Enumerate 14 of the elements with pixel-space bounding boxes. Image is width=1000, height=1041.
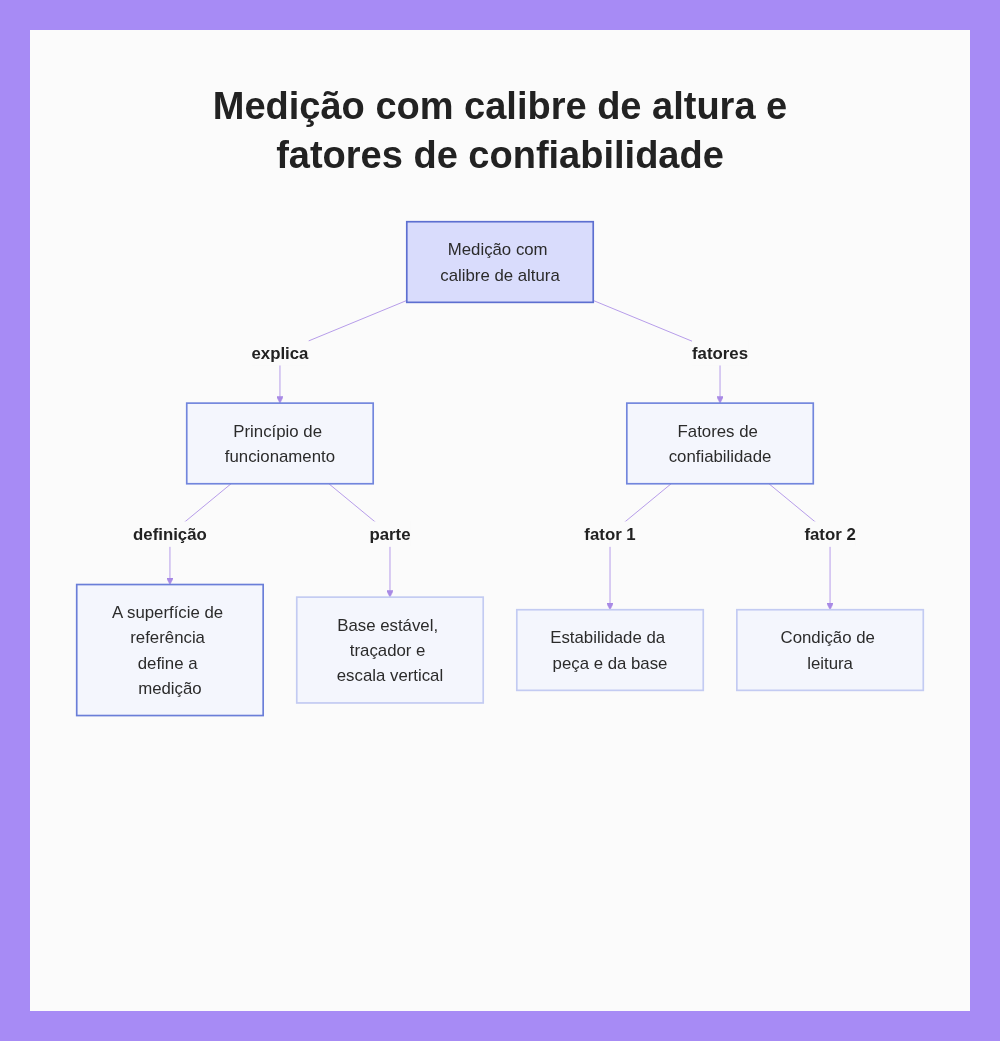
node-box: Base estável, traçador e escala vertical: [295, 596, 485, 704]
diagram-title: Medição com calibre de altura e fatores de confiabilidade: [211, 84, 789, 179]
edge-label: fatores: [692, 343, 749, 362]
node-box: A superfície de referência define a medição: [75, 583, 264, 717]
edge-label: fator 1: [584, 524, 636, 544]
edge-label: parte: [369, 524, 411, 544]
edge-label: fator 2: [804, 524, 856, 544]
node-box: Estabilidade da peça e da base: [515, 608, 705, 692]
node-box: Fatores de confiabilidade: [626, 402, 815, 485]
edge-label: definição: [133, 524, 207, 544]
node-box: Princípio de funcionamento: [185, 402, 374, 485]
node-box: Condição de leitura: [736, 608, 925, 692]
edge-label: explica: [251, 343, 309, 362]
node-box: Medição com calibre de altura: [405, 220, 595, 304]
